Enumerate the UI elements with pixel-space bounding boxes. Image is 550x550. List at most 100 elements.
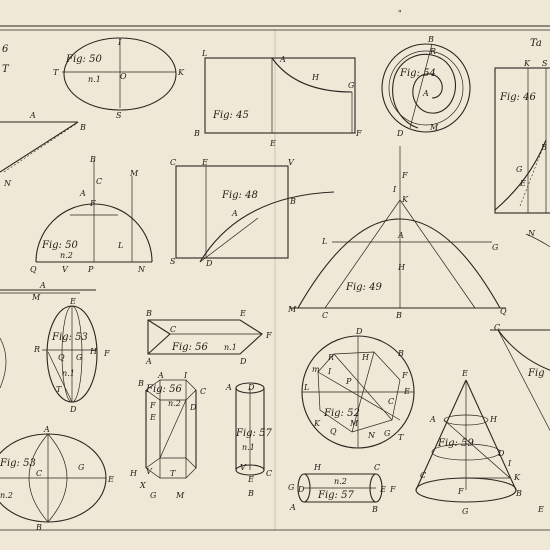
- figure-53-n2: Fig: 53 n.2 A C G E B: [0, 425, 114, 532]
- point-E: E: [239, 309, 246, 318]
- point-K: K: [513, 473, 521, 482]
- point-A: A: [429, 415, 436, 424]
- point-B: B: [89, 155, 96, 164]
- point-K: K: [177, 68, 185, 77]
- point-I: I: [392, 185, 397, 194]
- point-A: A: [157, 371, 164, 380]
- figure-57-n1: Fig: 57 n.1 A D V E C B: [225, 382, 272, 498]
- point-A: A: [29, 111, 36, 120]
- point-R: R: [33, 345, 40, 354]
- point-D: D: [205, 259, 213, 268]
- figure-56-n2: Fig: 56 n.2 B A I C D F E H V T X G M: [129, 371, 206, 500]
- figure-45: Fig: 45 L A H G B E F: [193, 49, 362, 148]
- figure-46: Fig: 46 K S B G E: [494, 59, 550, 214]
- point-B: B: [371, 505, 378, 514]
- caption-fig-50-n2: Fig: 50: [41, 240, 78, 251]
- point-B: B: [397, 349, 404, 358]
- point-K: K: [401, 195, 409, 204]
- point-E: E: [247, 475, 254, 484]
- point-N: N: [527, 229, 536, 238]
- point-T: T: [53, 68, 59, 77]
- point-L: L: [321, 237, 327, 246]
- point-A: A: [422, 89, 429, 98]
- point-F: F: [401, 371, 408, 380]
- sub-fig-50-n2: n.2: [60, 251, 73, 260]
- point-C: C: [266, 469, 272, 478]
- figure-56-n1: Fig: 56 n.1 B C E F A D: [145, 309, 272, 366]
- point-S: S: [116, 111, 122, 120]
- point-G: G: [288, 483, 295, 492]
- point-G: G: [492, 243, 499, 252]
- point-Q: Q: [330, 427, 337, 436]
- point-E: E: [149, 413, 156, 422]
- point-D: D: [189, 403, 197, 412]
- caption-fig-57-n1: Fig: 57: [235, 428, 272, 439]
- point-D: D: [297, 485, 305, 494]
- point-T: T: [56, 385, 62, 394]
- point-K: K: [523, 59, 531, 68]
- point-L: L: [201, 49, 207, 58]
- figure-50-n1: Fig: 50 n.1 I T O K S: [53, 37, 185, 120]
- point-G: G: [384, 429, 391, 438]
- point-B: B: [35, 523, 42, 532]
- point-X: X: [139, 481, 146, 490]
- point-P: P: [345, 377, 352, 386]
- point-M: M: [175, 491, 185, 500]
- point-B: B: [515, 489, 522, 498]
- point-E: E: [269, 139, 276, 148]
- point-N: N: [137, 265, 146, 274]
- point-B: B: [137, 379, 144, 388]
- point-V: V: [62, 265, 69, 274]
- point-V: V: [240, 463, 247, 472]
- point-A: A: [39, 281, 46, 290]
- caption-fig-48: Fig: 48: [221, 190, 258, 201]
- point-V: V: [146, 467, 153, 476]
- point-S: S: [170, 257, 176, 266]
- point-H: H: [89, 347, 98, 356]
- point-B: B: [79, 123, 86, 132]
- point-C: C: [36, 469, 42, 478]
- point-A: A: [43, 425, 50, 434]
- point-C: C: [420, 471, 426, 480]
- point-I: I: [183, 371, 188, 380]
- point-R: R: [327, 353, 334, 362]
- point-V: V: [288, 158, 295, 167]
- figure-left-mid-fragment: A M: [0, 281, 96, 389]
- point-E: E: [379, 485, 386, 494]
- point-C: C: [200, 387, 206, 396]
- figure-50-n2: Fig: 50 n.2 B C A F M L Q V P N: [30, 155, 153, 274]
- point-A: A: [397, 231, 404, 240]
- point-E: E: [201, 158, 208, 167]
- point-M: M: [349, 419, 359, 428]
- point-G: G: [516, 165, 523, 174]
- point-H: H: [311, 73, 320, 82]
- figure-57-n2: Fig: 57 n.2 H C G D E F A B: [288, 463, 396, 514]
- corner-label-left-1: 6: [2, 44, 9, 55]
- point-H: H: [397, 263, 406, 272]
- point-C: C: [494, 323, 500, 332]
- caption-fig-59: Fig: 59: [437, 438, 474, 449]
- caption-fig-52: Fig: 52: [323, 408, 360, 419]
- point-F: F: [103, 349, 110, 358]
- point-N: N: [367, 431, 376, 440]
- caption-fig-46: Fig: 46: [499, 92, 536, 103]
- point-T: T: [398, 433, 404, 442]
- point-H: H: [489, 415, 498, 424]
- point-F: F: [149, 401, 156, 410]
- figure-48: Fig: 48 C E V B A S D: [170, 158, 335, 268]
- point-H: H: [313, 463, 322, 472]
- point-A: A: [145, 357, 152, 366]
- point-D: D: [69, 405, 77, 414]
- point-G: G: [348, 81, 355, 90]
- point-S: S: [542, 59, 548, 68]
- point-F: F: [355, 129, 362, 138]
- point-M: M: [31, 293, 41, 302]
- point-Q: Q: [500, 307, 507, 316]
- point-E: E: [537, 505, 544, 514]
- corner-label-left-2: T: [2, 64, 10, 75]
- caption-fig-56-n1: Fig: 56: [171, 342, 208, 353]
- point-I: I: [117, 38, 122, 47]
- sub-fig-53-n1: n.1: [62, 369, 75, 378]
- point-K: K: [313, 419, 321, 428]
- point-E: E: [403, 387, 410, 396]
